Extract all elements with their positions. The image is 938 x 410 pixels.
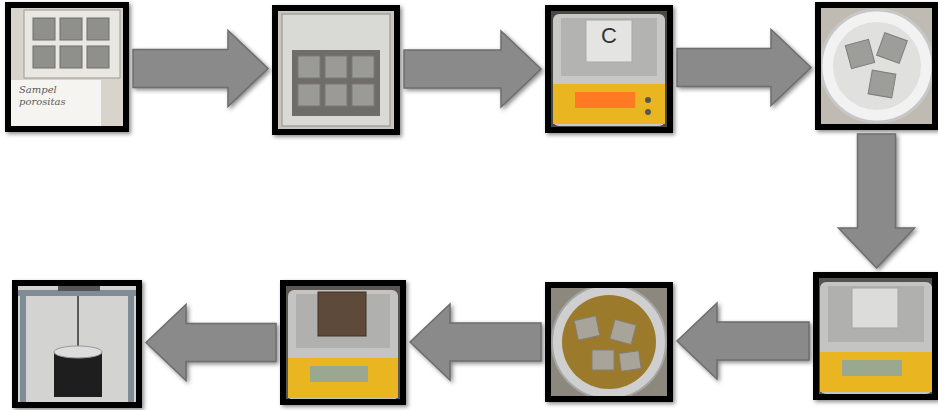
scale-pan	[561, 18, 657, 76]
photo-background	[5, 2, 129, 132]
sample-cube	[586, 20, 632, 62]
sample-cube	[318, 292, 366, 336]
photo-frame: C	[545, 5, 673, 133]
scale-body	[288, 290, 398, 400]
photo-frame: Sampel porositas	[5, 2, 129, 132]
frame-leg	[20, 290, 26, 405]
handwritten-label: Sampel porositas	[19, 84, 71, 107]
photo-background	[813, 272, 938, 400]
photo-background	[545, 5, 673, 133]
scale-button	[645, 97, 651, 103]
bucket-rim	[54, 346, 102, 358]
sample-cube	[33, 46, 55, 68]
sample-cube	[877, 33, 908, 64]
sample-cube	[610, 319, 636, 344]
block-arrow	[677, 303, 809, 379]
photo-background	[280, 280, 406, 405]
tray-inside	[292, 50, 380, 116]
scale-display	[310, 366, 368, 382]
sample-cube	[845, 39, 874, 68]
sample-cube	[298, 84, 320, 106]
sample-cube	[574, 316, 600, 340]
block-arrow	[410, 304, 541, 380]
scale-display	[842, 360, 902, 376]
scale-panel	[820, 352, 932, 392]
sample-cube	[352, 56, 374, 78]
photo-frame	[815, 2, 938, 130]
sample-cube	[60, 46, 82, 68]
photo-frame	[280, 280, 406, 405]
block-arrow	[146, 305, 276, 381]
photo-frame	[545, 282, 673, 402]
scale-panel	[288, 358, 398, 398]
photo-background	[12, 280, 142, 408]
photo-background	[272, 5, 400, 135]
scale-pan	[828, 286, 924, 342]
scale-panel	[553, 84, 665, 124]
frame-leg	[128, 290, 134, 405]
scale-display	[575, 92, 635, 108]
sample-cube	[868, 70, 896, 98]
sample-cube	[33, 18, 55, 40]
scale-button	[645, 109, 651, 115]
sample-cube	[60, 18, 82, 40]
photo-background	[545, 282, 673, 402]
block-arrow	[133, 31, 268, 107]
sample-cube	[325, 56, 347, 78]
sample-cube	[619, 351, 641, 372]
water-bucket	[54, 352, 102, 397]
block-arrow	[404, 31, 541, 107]
photo-frame	[272, 5, 400, 135]
scale-body	[820, 282, 932, 394]
paper-sheet	[11, 80, 101, 128]
hanging-wire	[77, 296, 79, 348]
sample-cube	[325, 84, 347, 106]
photo-frame	[813, 272, 938, 400]
sample-cube	[352, 84, 374, 106]
sample-cube	[592, 350, 614, 370]
scale-body	[553, 14, 665, 126]
bucket-rim	[821, 10, 933, 122]
sample-cube	[87, 18, 109, 40]
sample-tray	[24, 10, 120, 78]
block-arrow	[677, 30, 811, 106]
block-arrow	[839, 134, 915, 268]
sample-code: C	[586, 23, 632, 48]
sample-cube	[87, 46, 109, 68]
photo-background	[815, 2, 938, 130]
pot-rim	[552, 285, 666, 399]
pot-water	[562, 295, 656, 389]
sample-cube	[298, 56, 320, 78]
bucket-inside	[833, 22, 921, 110]
photo-frame	[12, 280, 142, 408]
sample-cube	[852, 288, 898, 328]
metal-tray	[282, 14, 390, 126]
